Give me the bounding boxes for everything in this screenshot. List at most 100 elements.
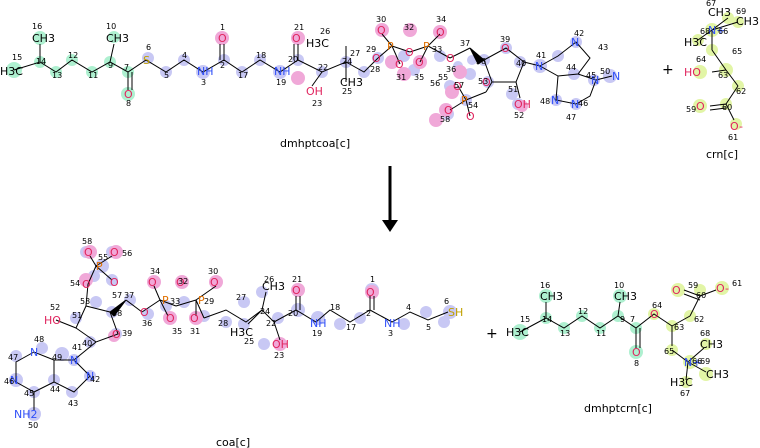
n-label: N	[86, 370, 94, 383]
atom-index: 50	[28, 421, 38, 430]
atom-index: 7	[630, 315, 635, 324]
ch3-label: CH3	[708, 6, 731, 19]
atom-index: 30	[208, 267, 218, 276]
atom-index: 63	[674, 323, 684, 332]
atom-index: 69	[700, 357, 710, 366]
atom-index: 40	[516, 59, 526, 68]
nh2-label: NH2	[14, 408, 38, 421]
atom-index: 60	[722, 103, 732, 112]
atom-index: 43	[598, 43, 608, 52]
atom-index: 65	[732, 47, 742, 56]
oh-label: OH	[514, 98, 531, 111]
atom-index: 48	[34, 335, 44, 344]
atom-index: 9	[108, 61, 113, 70]
atom-index: 29	[366, 45, 376, 54]
h3c-label: H3C	[306, 37, 329, 50]
o-label: O	[218, 32, 227, 45]
atom-index: 42	[574, 29, 584, 38]
atom-index: 4	[182, 51, 187, 60]
h3c-label: H3C	[0, 65, 23, 78]
n-label: N	[612, 70, 620, 83]
o-label: O	[377, 24, 386, 37]
atom-index: 59	[688, 281, 698, 290]
n-label: N	[571, 98, 579, 111]
atom-index: 10	[614, 281, 624, 290]
o-label: O	[292, 32, 301, 45]
atom-index: 41	[536, 51, 546, 60]
atom-index: 46	[4, 377, 14, 386]
atom-index: 44	[50, 385, 60, 394]
reaction-arrow	[382, 166, 398, 232]
atom-index: 2	[220, 61, 225, 70]
atom-index: 47	[566, 113, 576, 122]
atom-index: 11	[88, 71, 98, 80]
atom-index: 30	[376, 15, 386, 24]
o-label: O	[632, 346, 641, 359]
atom-index: 6	[444, 297, 449, 306]
atom-index: 28	[370, 65, 380, 74]
n-plus-label: N+	[684, 356, 701, 369]
atom-index: 17	[238, 71, 248, 80]
atom-index: 7	[124, 63, 129, 72]
atom-index: 37	[124, 291, 134, 300]
atom-index: 60	[696, 291, 706, 300]
compound-name-dmhptcoa: dmhptcoa[c]	[280, 137, 350, 150]
compound-dmhptcrn: CH3 H3C CH3 O O O O- N+ CH3 CH3 H3C 16 1…	[506, 279, 742, 415]
o-label: O	[444, 104, 453, 117]
h3c-label: H3C	[230, 326, 253, 339]
ring-o-label: O	[501, 42, 510, 55]
atom-index: 54	[468, 101, 478, 110]
atom-index: 34	[150, 267, 160, 276]
atom-index: 53	[80, 297, 90, 306]
atom-index: 17	[346, 323, 356, 332]
atom-index: 55	[438, 73, 448, 82]
atom-index: 13	[52, 71, 62, 80]
compound-name-dmhptcrn: dmhptcrn[c]	[584, 402, 652, 415]
atom-index: 66	[692, 357, 702, 366]
atom-index: 22	[266, 319, 276, 328]
atom-index: 62	[736, 87, 746, 96]
atom-index: 4	[406, 303, 411, 312]
o-label: O	[124, 88, 133, 101]
atom-index: 15	[12, 53, 22, 62]
p-label: P	[387, 40, 394, 53]
o-label: O	[176, 276, 185, 289]
p-label: P	[461, 94, 468, 107]
n-label: N	[571, 36, 579, 49]
ring-o-label: O	[112, 328, 121, 341]
atom-index: 24	[342, 57, 352, 66]
atom-index: 57	[454, 81, 464, 90]
atom-index: 32	[404, 23, 414, 32]
ch3-label: CH3	[262, 280, 285, 293]
atom-index: 14	[36, 57, 46, 66]
atom-index: 56	[122, 249, 132, 258]
nh-label: NH	[197, 65, 214, 78]
nh-label: NH	[274, 65, 291, 78]
atom-index: 31	[396, 73, 406, 82]
atom-index: 19	[276, 78, 286, 87]
atom-index: 48	[540, 97, 550, 106]
o-label: O	[292, 284, 301, 297]
n-label: N	[10, 374, 18, 387]
o-label: O	[395, 58, 404, 71]
atom-index: 67	[680, 389, 690, 398]
plus-sign: +	[662, 62, 674, 78]
atom-index: 13	[560, 329, 570, 338]
atom-index: 5	[164, 71, 169, 80]
atom-index: 24	[260, 307, 270, 316]
ch3-label: CH3	[32, 32, 55, 45]
atom-index: 61	[728, 133, 738, 142]
compound-name-coa: coa[c]	[216, 436, 250, 448]
atom-index: 25	[342, 87, 352, 96]
atom-index: 44	[566, 63, 576, 72]
o-label: O	[453, 80, 462, 93]
ch3-label: CH3	[540, 290, 563, 303]
atom-index: 63	[718, 71, 728, 80]
atom-index: 45	[586, 71, 596, 80]
s-label: S	[143, 54, 150, 67]
atom-index: 58	[82, 237, 92, 246]
atom-index: 35	[414, 73, 424, 82]
ch3-label: CH3	[700, 338, 723, 351]
atom-index: 23	[274, 351, 284, 360]
sh-label: SH	[448, 306, 463, 319]
